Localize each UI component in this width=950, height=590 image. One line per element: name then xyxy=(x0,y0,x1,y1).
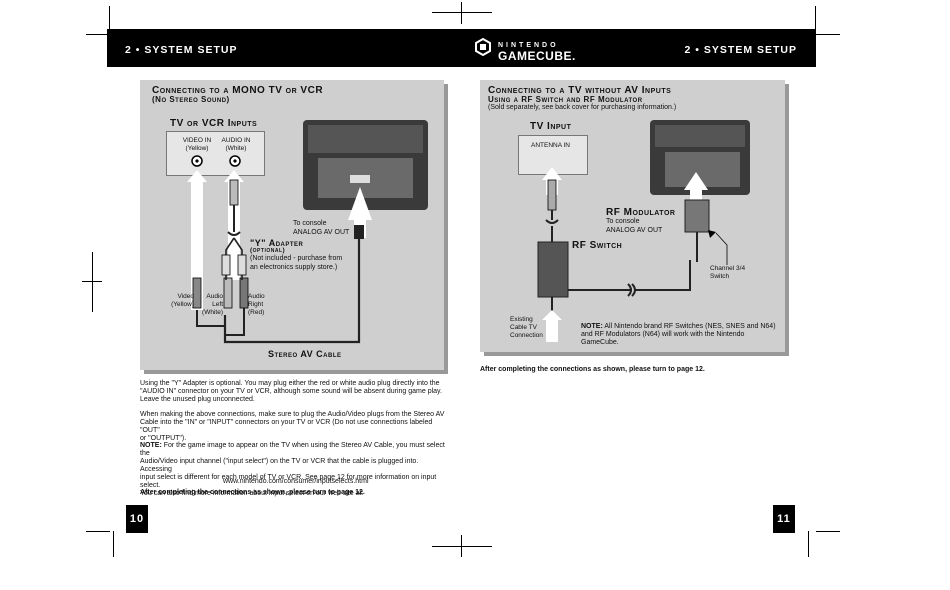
crop-mark xyxy=(432,546,492,547)
adapter-paragraph: Using the "Y" Adapter is optional. You m… xyxy=(140,380,442,403)
stereo-av-cable xyxy=(223,239,361,344)
section-title-right: 2 • SYSTEM SETUP xyxy=(684,44,797,56)
left-after-text: After completing the connections as show… xyxy=(140,489,365,496)
crop-mark xyxy=(432,12,492,13)
crop-mark xyxy=(86,531,110,532)
crop-mark xyxy=(113,531,114,557)
video-in-label: VIDEO IN(Yellow) xyxy=(182,137,212,152)
crop-mark xyxy=(86,34,110,35)
logo-brand: NINTENDO xyxy=(498,42,559,49)
audio-in-label: AUDIO IN(White) xyxy=(221,137,251,152)
antenna-in-label: ANTENNA IN xyxy=(531,142,571,149)
tv-input-heading: TV Input xyxy=(530,121,572,132)
crop-mark xyxy=(816,34,840,35)
y-adapter-optional: (optional) xyxy=(250,247,286,254)
logo-product: GAMECUBE. xyxy=(498,49,576,63)
rf-note: NOTE: All Nintendo brand RF Switches (NE… xyxy=(581,323,776,346)
left-panel-subtitle: (No Stereo Sound) xyxy=(152,95,230,104)
web-url[interactable]: www.nintendo.com/consumer/inputselects.h… xyxy=(223,478,369,485)
right-diagram xyxy=(537,120,750,342)
page-number-right: 11 xyxy=(773,505,795,533)
stereo-av-cable-label: Stereo AV Cable xyxy=(268,349,342,359)
crop-mark xyxy=(109,6,110,34)
rf-switch-label: RF Switch xyxy=(572,240,623,251)
video-arrow-icon xyxy=(187,170,207,310)
crop-mark xyxy=(815,6,816,34)
video-plug-label: Video(Yellow) xyxy=(171,293,194,308)
page-number-left: 10 xyxy=(126,505,148,533)
gamecube-logo-icon xyxy=(475,38,491,56)
crop-mark xyxy=(92,252,93,312)
input-select-note: NOTE: For the game image to appear on th… xyxy=(140,442,445,497)
header-bar xyxy=(107,29,816,67)
left-panel-title: Connecting to a MONO TV or VCR xyxy=(152,85,324,96)
inputs-heading: TV or VCR Inputs xyxy=(170,118,258,129)
crop-mark xyxy=(808,531,809,557)
left-diagram xyxy=(187,120,428,344)
rf-modulator-body xyxy=(684,199,710,233)
right-panel-subtitle: Using a RF Switch and RF Modulator xyxy=(488,95,643,104)
crop-mark xyxy=(461,2,462,24)
right-panel-title: Connecting to a TV without AV Inputs xyxy=(488,85,672,96)
right-after-text: After completing the connections as show… xyxy=(480,366,705,373)
console-arrow-icon-right xyxy=(684,172,708,204)
right-panel-note: (Sold separately, see back cover for pur… xyxy=(488,104,677,111)
tv-inputs-box xyxy=(166,131,265,176)
rf-modulator-label: RF Modulator xyxy=(606,207,676,218)
rf-switch-body xyxy=(537,241,569,298)
crop-mark xyxy=(461,535,462,557)
section-title-left: 2 • SYSTEM SETUP xyxy=(125,44,238,56)
connections-paragraph: When making the above connections, make … xyxy=(140,411,445,442)
y-adapter-title: "Y" Adapter xyxy=(250,238,304,248)
crop-mark xyxy=(816,531,840,532)
